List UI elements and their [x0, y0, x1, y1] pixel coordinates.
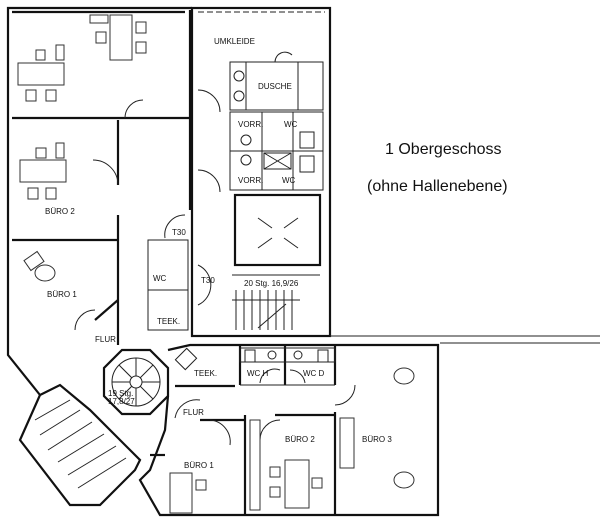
- straight-stairs: [232, 274, 320, 330]
- label-buero-1: BÜRO 1: [184, 461, 214, 470]
- label-buero-3: BÜRO 3: [362, 435, 392, 444]
- label-t30: T30: [201, 276, 215, 285]
- label-dusche: DUSCHE: [258, 82, 292, 91]
- label-buero-2: BÜRO 2: [45, 207, 75, 216]
- spiral-staircase: [102, 348, 170, 416]
- label-buero-1: BÜRO 1: [47, 290, 77, 299]
- label-vorr: VORR.: [238, 120, 263, 129]
- label-wc-d: WC D: [303, 369, 325, 378]
- label-wc: WC: [284, 120, 298, 129]
- label-t30: T30: [172, 228, 186, 237]
- floor-title: 1 Obergeschoss: [385, 141, 502, 158]
- label-buero-2: BÜRO 2: [285, 435, 315, 444]
- upper-left-building: [6, 6, 192, 396]
- outside-stairs: [18, 383, 142, 507]
- label-spiral-dimensions: 17,8/27: [108, 397, 135, 406]
- sanitary-block: [190, 6, 332, 338]
- label-teekueche: TEEK.: [194, 369, 217, 378]
- furniture: [17, 14, 147, 282]
- label-umkleide: UMKLEIDE: [214, 37, 255, 46]
- floor-subtitle: (ohne Hallenebene): [367, 178, 508, 195]
- label-teekueche: TEEK.: [157, 317, 180, 326]
- label-flur: FLUR: [95, 335, 116, 344]
- label-wc-h: WC H: [247, 369, 269, 378]
- label-flur: FLUR: [183, 408, 204, 417]
- label-spiral-steps: 19 Stg.: [108, 389, 133, 398]
- label-wc: WC: [282, 176, 296, 185]
- label-wc: WC: [153, 274, 167, 283]
- label-stairs-straight: 20 Stg. 16,9/26: [244, 279, 299, 288]
- lower-building: [138, 343, 440, 517]
- label-vorr: VORR.: [238, 176, 263, 185]
- door-swings: [74, 89, 221, 331]
